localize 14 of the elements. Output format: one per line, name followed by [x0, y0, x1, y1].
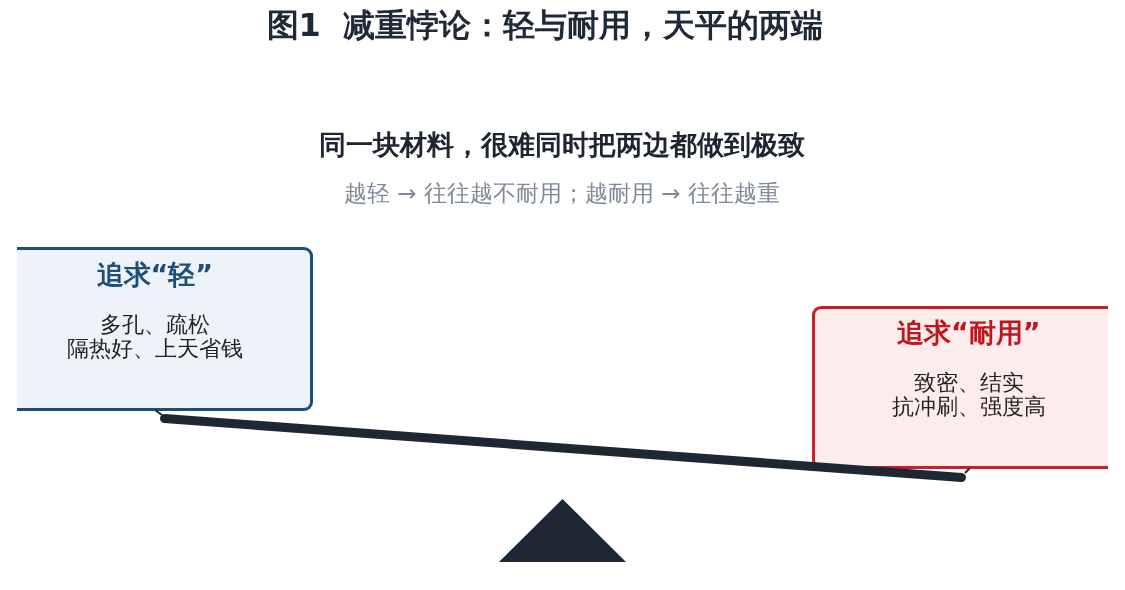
box-text: 多孔、疏松	[100, 312, 210, 338]
option-box	[812, 306, 1108, 469]
fulcrum-triangle	[499, 499, 626, 562]
diagram-title: 图1 减重悖论：轻与耐用，天平的两端	[266, 6, 824, 45]
subtitle: 同一块材料，很难同时把两边都做到极致	[319, 129, 805, 162]
hanger-line	[964, 467, 971, 474]
box-heading: 追求“耐用”	[897, 317, 1041, 350]
hanger-line	[154, 409, 163, 416]
box-text: 隔热好、上天省钱	[67, 336, 243, 363]
box-text: 抗冲刷、强度高	[892, 394, 1046, 421]
box-text: 致密、结实	[914, 370, 1024, 395]
note-text: 越轻 → 往往越不耐用；越耐用 → 往往越重	[344, 180, 780, 208]
option-box	[17, 247, 313, 411]
box-heading: 追求“轻”	[96, 259, 213, 292]
